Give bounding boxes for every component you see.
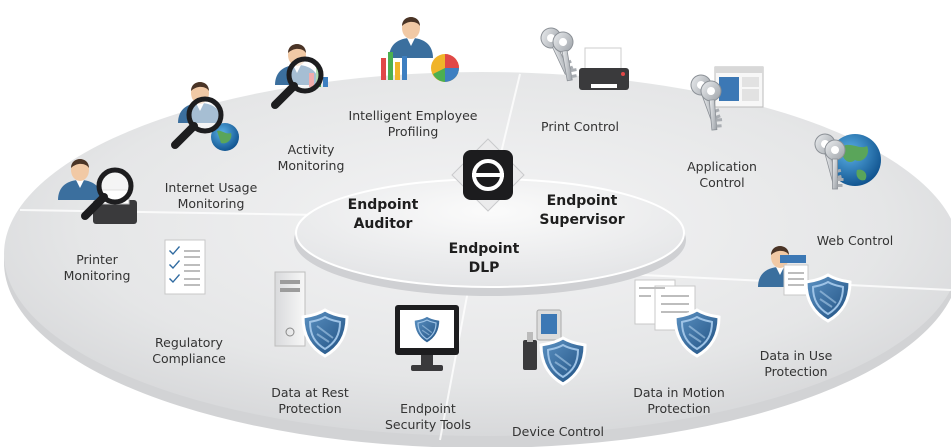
endpoint-protector-logo bbox=[451, 138, 525, 212]
core-endpoint-dlp: Endpoint DLP bbox=[448, 241, 520, 276]
activity-monitoring-icon bbox=[275, 44, 328, 105]
label-web-control: Web Control bbox=[816, 233, 894, 248]
security-tools-icon bbox=[395, 305, 459, 371]
regulatory-compliance-icon bbox=[164, 239, 206, 295]
application-control-icon bbox=[687, 66, 764, 132]
print-control-icon bbox=[537, 24, 629, 90]
data-at-rest-icon bbox=[274, 271, 349, 358]
web-control-icon bbox=[812, 131, 881, 190]
data-in-use-icon bbox=[758, 246, 852, 323]
printer-monitoring-icon bbox=[58, 159, 137, 224]
label-print-control: Print Control bbox=[541, 119, 619, 134]
label-device-control: Device Control bbox=[512, 424, 604, 439]
core-endpoint-auditor: Endpoint Auditor bbox=[347, 197, 419, 232]
internet-usage-icon bbox=[175, 82, 239, 151]
employee-profiling-icon bbox=[381, 17, 459, 82]
core-endpoint-supervisor: Endpoint Supervisor bbox=[539, 193, 625, 228]
data-in-motion-icon bbox=[634, 279, 721, 358]
device-control-icon bbox=[523, 309, 587, 386]
